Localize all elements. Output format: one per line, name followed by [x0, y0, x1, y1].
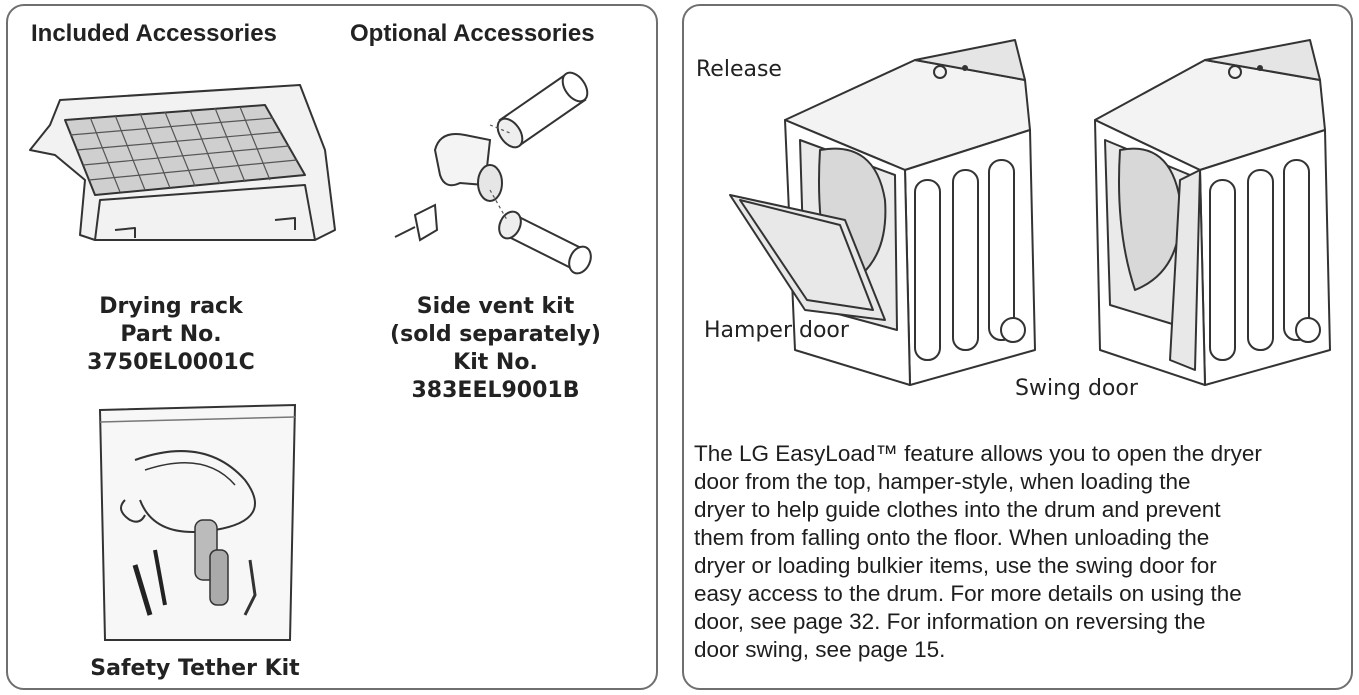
- description-line: The LG EasyLoad™ feature allows you to o…: [694, 441, 1262, 466]
- drying-rack-part-label: Part No.: [120, 322, 222, 347]
- side-vent-kit-caption: Side vent kit (sold separately) Kit No. …: [383, 293, 608, 405]
- side-vent-kit-number: 383EEL9001B: [411, 378, 580, 403]
- side-vent-kit-label: Kit No.: [453, 350, 538, 375]
- dryer-swing-door-illustration: [1094, 39, 1331, 386]
- drying-rack-part-number: 3750EL0001C: [87, 350, 255, 375]
- optional-accessories-heading: Optional Accessories: [350, 20, 595, 47]
- side-vent-kit-name: Side vent kit: [416, 294, 575, 319]
- description-line: easy access to the drum. For more detail…: [694, 581, 1242, 606]
- safety-tether-name: Safety Tether Kit: [90, 656, 300, 681]
- description-line: door, see page 32. For information on re…: [694, 609, 1206, 634]
- side-vent-kit-note: (sold separately): [390, 322, 601, 347]
- description-line: door from the top, hamper-style, when lo…: [694, 469, 1191, 494]
- dryer-hamper-door-illustration: [729, 39, 1036, 386]
- release-label: Release: [696, 57, 782, 82]
- description-line: dryer to help guide clothes into the dru…: [694, 497, 1221, 522]
- safety-tether-illustration: [98, 403, 297, 641]
- safety-tether-caption: Safety Tether Kit: [85, 655, 305, 683]
- drying-rack-name: Drying rack: [99, 294, 243, 319]
- description-line: door swing, see page 15.: [694, 637, 946, 662]
- included-accessories-heading: Included Accessories: [31, 20, 277, 47]
- swing-door-label: Swing door: [1015, 376, 1138, 401]
- easyload-description: The LG EasyLoad™ feature allows you to o…: [694, 440, 1354, 664]
- description-line: dryer or loading bulkier items, use the …: [694, 553, 1217, 578]
- drying-rack-caption: Drying rack Part No. 3750EL0001C: [76, 293, 266, 377]
- description-line: them from falling onto the floor. When u…: [694, 525, 1210, 550]
- drying-rack-illustration: [29, 84, 336, 241]
- hamper-door-label: Hamper door: [704, 318, 849, 343]
- side-vent-kit-illustration: [394, 71, 592, 275]
